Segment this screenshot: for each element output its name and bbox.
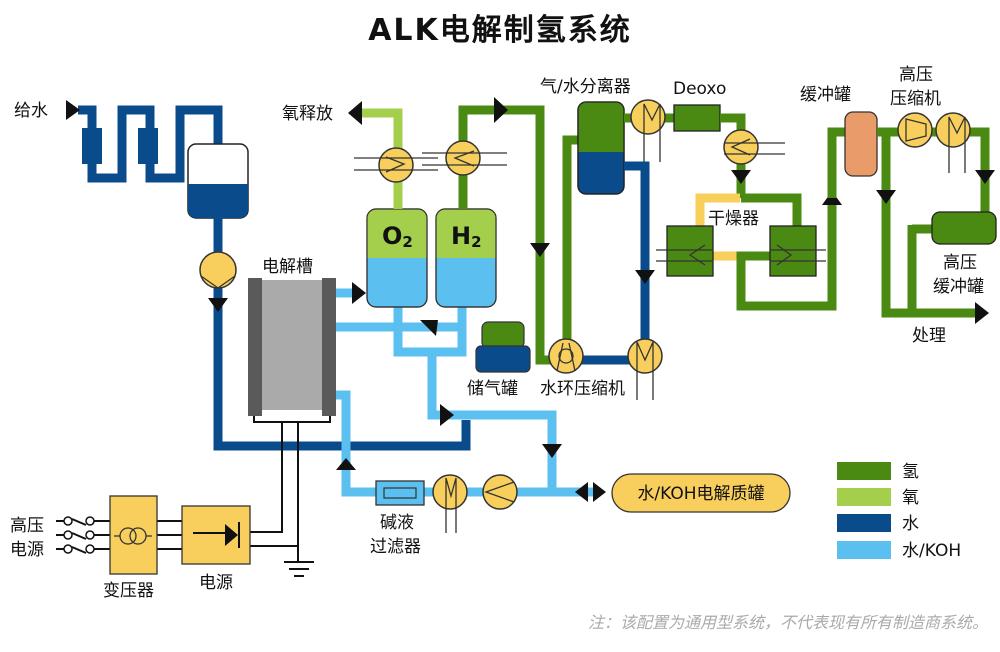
flow-arrow-right: [593, 482, 606, 502]
flow-arrow-right: [440, 404, 454, 426]
hv-supply-label-1: 高压: [10, 516, 44, 536]
flow-arrow-down: [208, 298, 228, 312]
buffer-tank: [844, 111, 878, 177]
deoxo-unit: [673, 104, 721, 132]
o2-separator-tank: [366, 208, 428, 308]
power-supply-rectifier: [181, 505, 251, 565]
footnote: 注：该配置为通用型系统，不代表现有所有制造商系统。: [588, 613, 988, 632]
gas-storage-tank: [475, 321, 531, 373]
oxygen-release-label: 氧释放: [282, 104, 333, 124]
legend-swatch: [837, 541, 891, 559]
feed-pump: [199, 251, 237, 289]
dryer-loop: [695, 193, 837, 311]
buffer-tank-label: 缓冲罐: [800, 85, 851, 105]
hp-buffer-label-1: 高压: [943, 253, 977, 273]
flow-arrow-down: [542, 444, 562, 458]
water-ring-compressor-label: 水环压缩机: [540, 379, 625, 399]
koh-cooler: [432, 474, 468, 533]
h2-tank-label: H2: [451, 222, 482, 251]
transformer-label: 变压器: [103, 581, 154, 601]
electrolyzer-label: 电解槽: [262, 257, 313, 277]
legend-label: 氢: [902, 462, 919, 482]
legend-swatch: [837, 462, 891, 480]
flow-arrow-down: [731, 170, 751, 184]
koh-electrolyte-tank: [611, 473, 791, 513]
flow-arrow-diag: [420, 320, 438, 336]
legend-item-hydrogen: 氢: [837, 462, 919, 482]
electrical-circuit: [56, 422, 314, 577]
hydrogen-cooler: [422, 140, 507, 176]
gas-water-separator: [577, 101, 625, 195]
o2-tank-label: O2: [382, 222, 413, 251]
separator-heater: [630, 99, 666, 162]
diagram-title: ALK电解制氢系统: [368, 13, 632, 48]
hp-buffer-tank: [931, 211, 997, 245]
hp-compressor-label-2: 压缩机: [890, 89, 941, 109]
hp-cooler: [935, 112, 971, 173]
flow-arrow-down: [635, 270, 655, 284]
flow-arrow-right: [352, 282, 366, 304]
alkali-filter-label-1: 碱液: [380, 513, 414, 533]
legend-label: 氧: [902, 488, 919, 508]
alkali-filter: [375, 480, 425, 506]
feed-water-arrow: [66, 100, 80, 120]
hydrogen-line: [827, 127, 848, 198]
hp-compressor-label-1: 高压: [899, 65, 933, 85]
koh-pump: [482, 474, 518, 510]
transformer: [109, 495, 158, 575]
legend-item-oxygen: 氧: [837, 488, 919, 508]
legend-item-water: 水: [837, 514, 919, 534]
hp-buffer-label-2: 缓冲罐: [933, 277, 984, 297]
legend-item-koh: 水/KOH: [837, 541, 961, 561]
water-cooler: [627, 338, 663, 400]
koh-lines: [336, 288, 595, 497]
gas-storage-label: 储气罐: [467, 379, 518, 399]
feed-water-label: 给水: [14, 101, 48, 121]
legend-label: 水/KOH: [902, 541, 961, 561]
legend-label: 水: [902, 514, 919, 534]
koh-tank-label: 水/KOH电解质罐: [637, 484, 764, 504]
flow-arrow-left: [575, 482, 588, 502]
alkali-filter-label-2: 过滤器: [370, 537, 421, 557]
separator-water-line: [580, 161, 650, 365]
treatment-label: 处理: [912, 326, 946, 346]
water-ring-compressor: [548, 338, 584, 374]
flow-arrow-down: [876, 190, 896, 204]
hv-supply-label-2: 电源: [10, 540, 44, 560]
flow-arrow-down: [975, 170, 995, 184]
softener-column-2: [138, 128, 158, 164]
legend-swatch: [837, 488, 891, 506]
hydrogen-line: [877, 127, 990, 214]
dryer-column-2: [769, 225, 826, 277]
flow-arrow-down: [530, 243, 550, 257]
gas-water-separator-label: 气/水分离器: [540, 77, 631, 97]
oxygen-release-arrow: [348, 101, 362, 125]
hp-compressor: [897, 112, 933, 148]
electrolyzer: [248, 278, 336, 423]
deoxo-label: Deoxo: [673, 79, 726, 99]
softener-column-1: [82, 128, 102, 164]
flow-arrow-up: [336, 458, 356, 470]
power-supply-label: 电源: [199, 573, 233, 593]
legend-swatch: [837, 514, 891, 532]
dryer-label: 干燥器: [708, 209, 759, 229]
flow-arrow-right: [494, 97, 508, 123]
treatment-arrow: [975, 302, 989, 324]
dryer-column-1: [656, 225, 714, 277]
legend: 氢 氧 水 水/KOH: [837, 462, 961, 561]
oxygen-cooler: [354, 147, 438, 183]
deoxo-cooler: [723, 129, 785, 165]
